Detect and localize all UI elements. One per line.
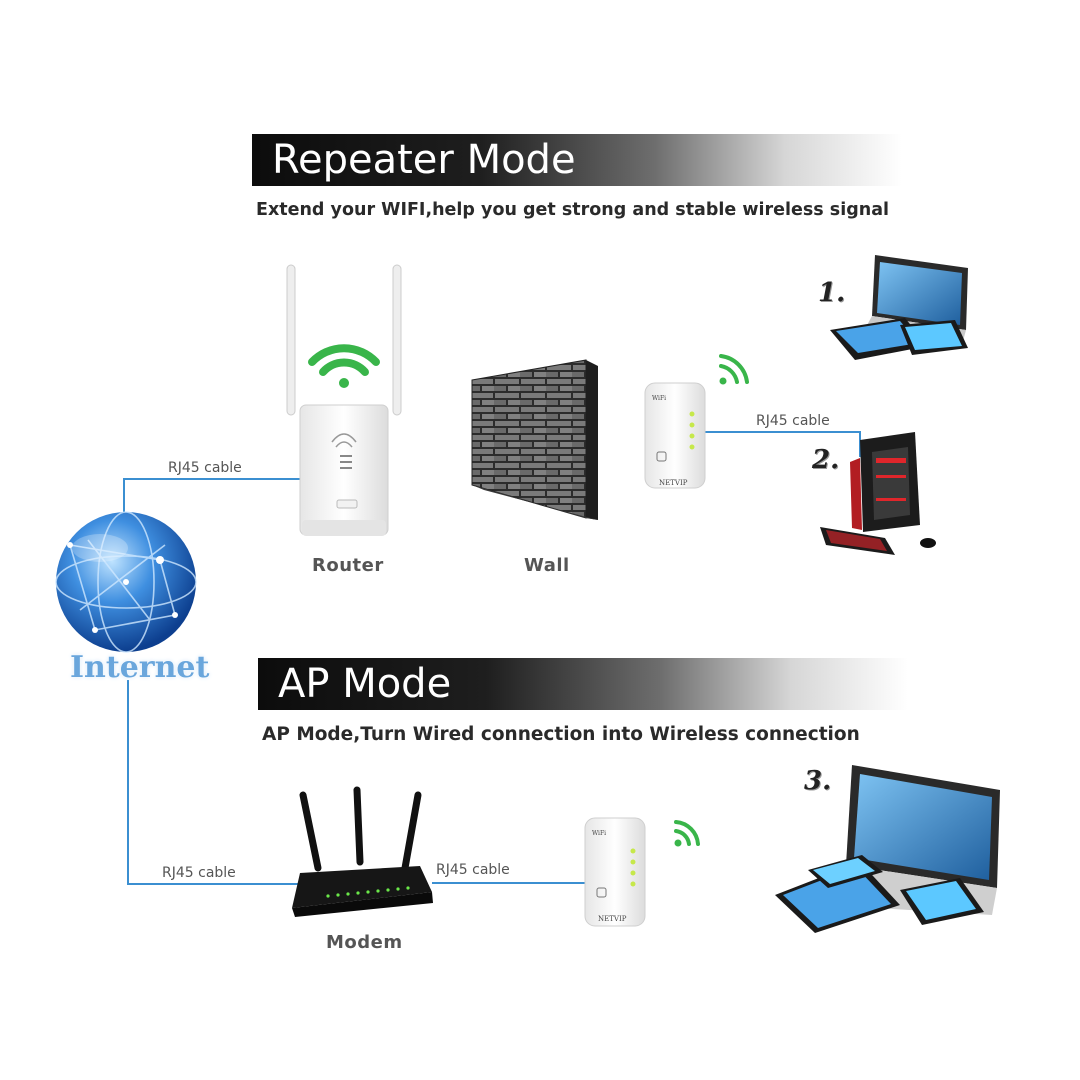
wifi-signal-icon-extender — [719, 354, 749, 385]
step-label-2: 2. — [812, 445, 840, 475]
laptop-icon-1 — [830, 255, 968, 360]
step-label-3: 3. — [804, 766, 832, 796]
svg-text:WiFi: WiFi — [592, 830, 606, 837]
repeater-mode-subtitle: Extend your WIFI,help you get strong and… — [256, 200, 890, 220]
svg-text:NETVIP: NETVIP — [598, 915, 627, 923]
laptop-icon-3 — [775, 765, 1000, 933]
globe-icon — [55, 511, 197, 653]
internet-label: Internet — [70, 650, 210, 685]
cable-label-pc: RJ45 cable — [756, 413, 830, 429]
repeater-mode-banner: Repeater Mode — [252, 134, 902, 186]
brick-wall — [471, 359, 598, 520]
desktop-pc-icon — [820, 432, 936, 555]
svg-text:NETVIP: NETVIP — [659, 479, 688, 487]
modem-label: Modem — [326, 932, 403, 953]
modem-device — [292, 786, 433, 917]
extender-device-repeater: WiFi NETVIP — [644, 382, 706, 489]
repeater-mode-title: Repeater Mode — [272, 137, 576, 183]
ap-mode-title: AP Mode — [278, 661, 452, 707]
extender-device-ap: WiFi NETVIP — [584, 817, 646, 927]
cable-label-extender: RJ45 cable — [436, 862, 510, 878]
cables — [123, 431, 861, 885]
ap-mode-subtitle: AP Mode,Turn Wired connection into Wirel… — [262, 724, 860, 745]
cable-extender-pc — [705, 431, 861, 457]
ap-mode-banner: AP Mode — [258, 658, 908, 710]
wifi-signal-icon-ap — [674, 820, 700, 847]
svg-text:WiFi: WiFi — [652, 395, 666, 402]
wall-label: Wall — [524, 555, 570, 576]
step-label-1: 1. — [818, 278, 846, 308]
cable-internet-modem — [127, 680, 300, 885]
wifi-signal-icon-router — [308, 344, 380, 388]
router-label: Router — [312, 555, 384, 576]
cable-label-modem: RJ45 cable — [162, 865, 236, 881]
router-device — [286, 264, 402, 536]
cable-label-router: RJ45 cable — [168, 460, 242, 476]
